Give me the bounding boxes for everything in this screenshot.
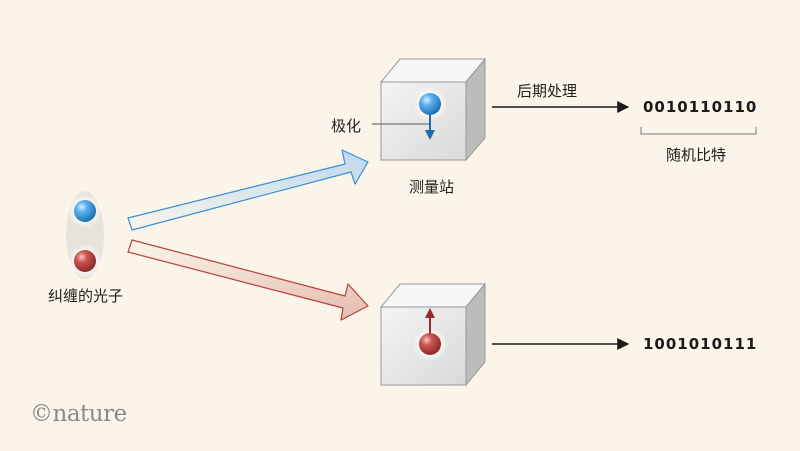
nature-logo: ©nature xyxy=(30,401,127,427)
random-bits-label: 随机比特 xyxy=(666,144,726,165)
logo-text: nature xyxy=(53,401,127,427)
measurement-station-label: 测量站 xyxy=(409,176,454,197)
random-bits-bracket xyxy=(641,127,756,134)
blue-photon xyxy=(74,200,96,222)
entangled-photons-label: 纠缠的光子 xyxy=(48,285,123,306)
postprocessing-label: 后期处理 xyxy=(517,80,577,101)
bit-string-top: 0010110110 xyxy=(643,98,757,116)
red-beam-arrow xyxy=(128,240,368,320)
copyright-symbol: © xyxy=(30,401,53,427)
blue-beam-arrow xyxy=(128,150,368,230)
polarization-label: 极化 xyxy=(331,115,361,136)
entangled-photon-pair xyxy=(66,191,104,279)
red-photon xyxy=(74,250,96,272)
bit-string-bottom: 1001010111 xyxy=(643,335,757,353)
measurement-cube-top xyxy=(381,59,485,160)
measurement-cube-bottom xyxy=(381,284,485,385)
measured-red-photon xyxy=(419,333,441,355)
measured-blue-photon xyxy=(419,93,441,115)
